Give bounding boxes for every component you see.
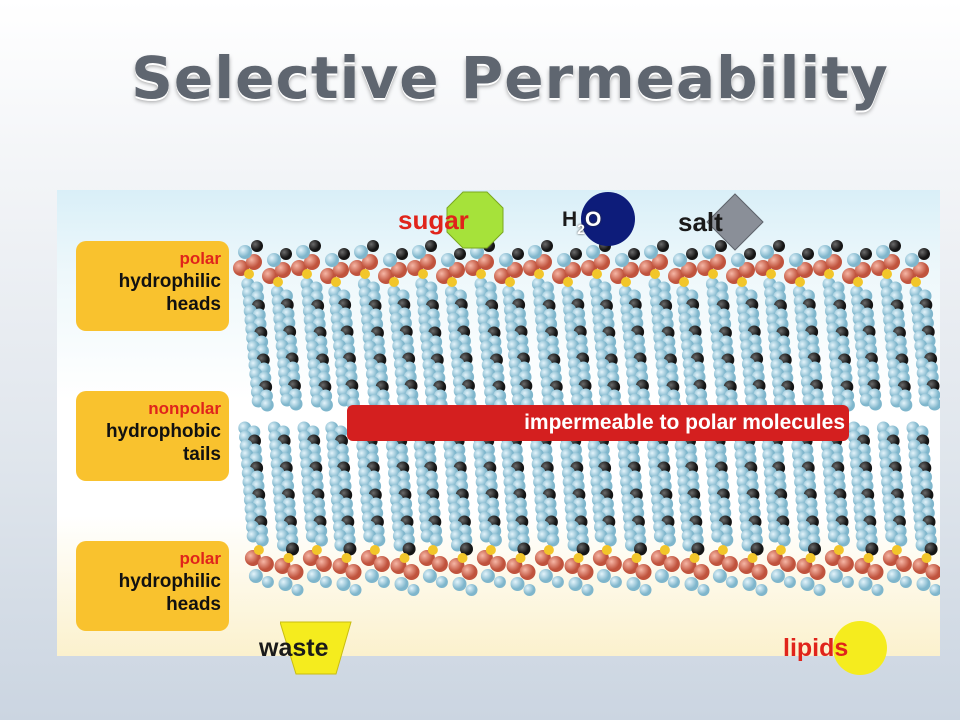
salt-label: salt: [678, 207, 723, 237]
label-nonpolar: nonpolar: [148, 399, 221, 418]
sugar-label: sugar: [398, 205, 469, 235]
sugar-octagon-icon: [446, 191, 504, 249]
label-hydrophobic: hydrophobic: [105, 421, 221, 442]
waste-label: waste: [259, 634, 329, 662]
label-outer-polar: polar: [179, 249, 221, 268]
label-outer-heads: polar hydrophilic heads: [76, 241, 229, 331]
lipid-bilayer: [233, 240, 940, 596]
label-tails: nonpolar hydrophobic tails: [76, 391, 229, 481]
water-h: H: [562, 208, 578, 231]
label-inner-heads: polar hydrophilic heads: [76, 541, 229, 631]
label-inner-hydrophilic: hydrophilic: [118, 571, 221, 592]
salt-diamond-icon: [706, 193, 764, 251]
water-subscript: 2: [577, 221, 585, 237]
impermeable-banner: impermeable to polar molecules: [347, 405, 849, 441]
lipids-label: lipids: [783, 634, 849, 662]
label-inner-heads-word: heads: [166, 594, 221, 615]
water-o: O: [584, 208, 602, 231]
waste-trapezoid-icon: [280, 621, 352, 675]
water-label: H2O: [562, 208, 602, 237]
label-inner-polar: polar: [179, 549, 221, 568]
water-circle-icon: [581, 192, 635, 246]
label-outer-hydrophilic: hydrophilic: [118, 271, 221, 292]
slide-title: Selective Permeability: [131, 44, 889, 112]
label-outer-heads-word: heads: [166, 294, 221, 315]
lipid-circle-icon: [833, 621, 887, 675]
label-tails-word: tails: [182, 444, 221, 465]
